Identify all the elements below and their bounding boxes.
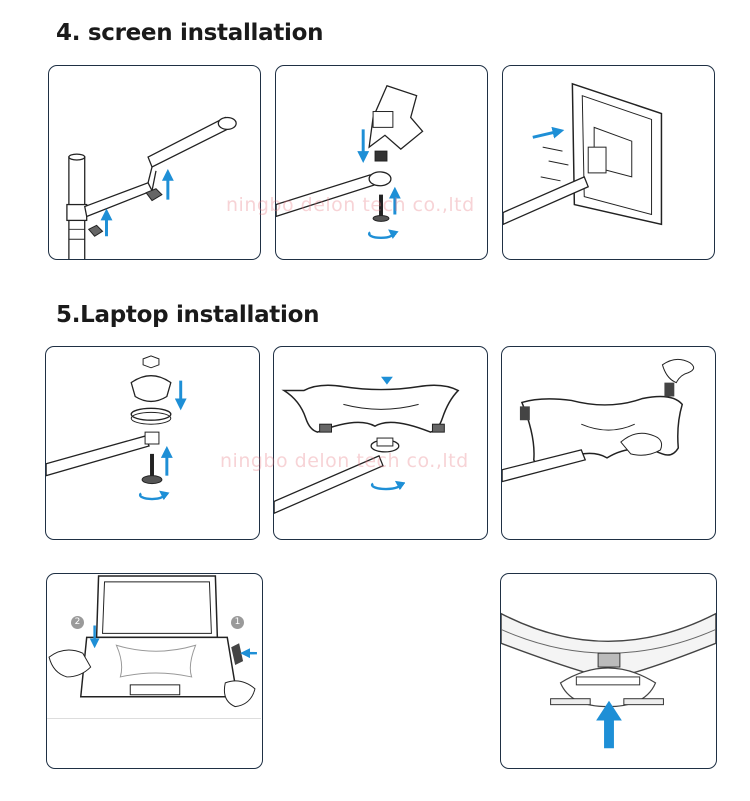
laptop-step-3-illustration	[502, 347, 715, 539]
laptop-step-1-illustration	[46, 347, 259, 539]
laptop-step-1-panel	[45, 346, 260, 540]
screen-step-3-illustration	[503, 66, 714, 259]
rotate-icon	[369, 232, 393, 238]
screen-step-3-panel	[502, 65, 715, 260]
laptop-step-5-panel	[500, 573, 717, 769]
laptop-step-2-panel	[273, 346, 488, 540]
arrow-up-icon	[596, 701, 622, 749]
rotate-icon	[372, 484, 400, 489]
laptop-step-2-illustration	[274, 347, 487, 539]
laptop-installation-heading: 5.Laptop installation	[56, 302, 319, 328]
laptop-step-4-panel: 2 1	[46, 573, 263, 769]
step-badge-1: 1	[231, 616, 244, 629]
rotate-icon	[140, 493, 164, 499]
laptop-step-4-illustration	[47, 574, 262, 768]
laptop-step-5-illustration	[501, 574, 716, 768]
arrow-down-icon	[381, 377, 393, 385]
screen-installation-heading: 4. screen installation	[56, 20, 323, 46]
arrow-right-icon	[533, 131, 559, 137]
screen-step-2-illustration	[276, 66, 487, 259]
step-badge-2: 2	[71, 616, 84, 629]
screen-step-1-panel	[48, 65, 261, 260]
screen-step-2-panel	[275, 65, 488, 260]
screen-step-1-illustration	[49, 66, 260, 259]
laptop-step-3-panel	[501, 346, 716, 540]
